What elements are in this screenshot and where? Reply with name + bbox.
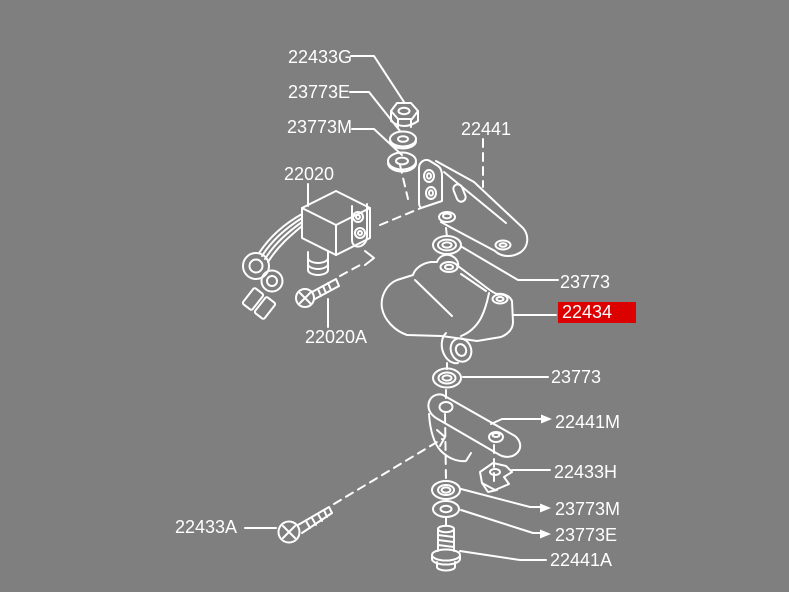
washer-23773e-top: [389, 130, 417, 150]
upper-bracket-22441: [418, 158, 529, 257]
part-label-22441[interactable]: 22441: [461, 119, 512, 139]
part-label-22020a[interactable]: 22020A: [305, 327, 368, 347]
part-label-22441m[interactable]: 22441M: [555, 412, 621, 432]
part-label-22433g[interactable]: 22433G: [288, 47, 353, 67]
part-label-22441a[interactable]: 22441A: [550, 550, 613, 570]
bolt-22441a: [431, 524, 461, 572]
part-label-22434-selected[interactable]: 22434: [558, 302, 636, 323]
lower-bracket-22441m: [427, 393, 522, 463]
part-label-23773-lower[interactable]: 23773: [551, 367, 602, 387]
part-label-23773m-top[interactable]: 23773M: [287, 117, 353, 137]
part-label-23773m-bottom[interactable]: 23773M: [555, 499, 621, 519]
part-label-22433h[interactable]: 22433H: [554, 462, 618, 482]
ignitor-unit-22020: [241, 190, 371, 320]
part-label-23773e-top[interactable]: 23773E: [288, 82, 351, 102]
clip-22433h: [479, 462, 513, 493]
grommet-23773-upper: [432, 235, 462, 255]
assembly-axis-dashed-lines: [333, 138, 495, 527]
direction-arrowhead: [364, 250, 375, 266]
part-label-23773e-bottom[interactable]: 23773E: [555, 525, 618, 545]
part-label-22433a[interactable]: 22433A: [175, 517, 238, 537]
screw-22020a: [295, 278, 340, 308]
leader-arrowheads: [540, 414, 552, 539]
washer-23773m-bottom: [431, 480, 461, 500]
part-label-22020[interactable]: 22020: [284, 164, 335, 184]
screw-22433a: [277, 506, 333, 544]
ignition-coil-22434: [380, 253, 514, 365]
washer-23773-lower: [432, 367, 462, 389]
part-label-23773-upper[interactable]: 23773: [560, 272, 611, 292]
leader-lines: [244, 55, 559, 561]
washer-23773e-bottom: [432, 500, 460, 518]
